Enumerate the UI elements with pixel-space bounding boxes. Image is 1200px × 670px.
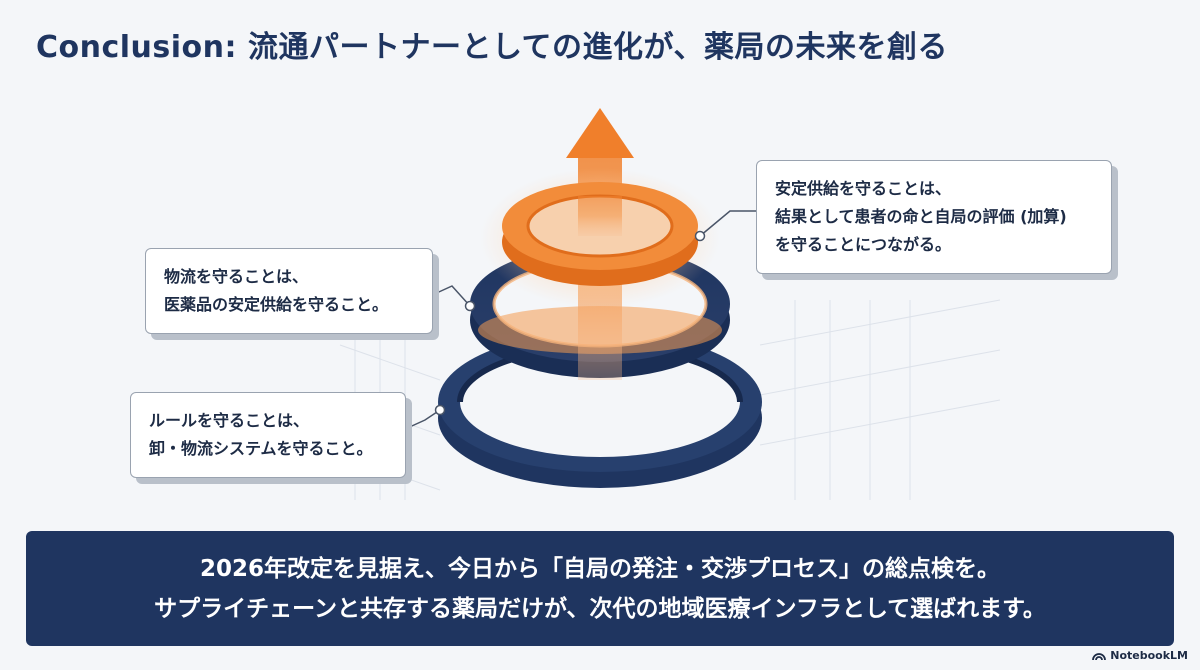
callout-rules: ルールを守ることは、 卸・物流システムを守ること。: [130, 392, 406, 478]
callout-line: 卸・物流システムを守ること。: [149, 439, 373, 458]
notebooklm-logo: NotebookLM: [1092, 649, 1188, 662]
callout-line: を守ることにつながる。: [775, 235, 952, 254]
callout-line: 医薬品の安定供給を守ること。: [164, 295, 389, 314]
callout-line: 結果として患者の命と自局の評価 (加算): [775, 207, 1067, 226]
ring-top: [480, 168, 720, 308]
callout-stable-supply: 安定供給を守ることは、 結果として患者の命と自局の評価 (加算) を守ることにつ…: [756, 160, 1112, 274]
callout-connectors: [402, 210, 757, 431]
logo-text: NotebookLM: [1110, 649, 1188, 662]
callout-line: 安定供給を守ることは、: [775, 179, 952, 198]
page-title: Conclusion: 流通パートナーとしての進化が、薬局の未来を創る: [36, 30, 948, 65]
banner-line: サプライチェーンと共存する薬局だけが、次代の地域医療インフラとして選ばれます。: [154, 595, 1046, 622]
connector-dots: [434, 230, 706, 416]
callout-logistics: 物流を守ることは、 医薬品の安定供給を守ること。: [145, 248, 433, 334]
callout-line: 物流を守ることは、: [164, 267, 309, 286]
conclusion-banner: 2026年改定を見据え、今日から「自局の発注・交渉プロセス」の総点検を。 サプラ…: [26, 531, 1174, 646]
banner-line: 2026年改定を見据え、今日から「自局の発注・交渉プロセス」の総点検を。: [199, 555, 1000, 582]
ring-bottom: [438, 332, 762, 488]
notebooklm-logo-icon: [1092, 652, 1107, 660]
callout-line: ルールを守ることは、: [149, 411, 310, 430]
